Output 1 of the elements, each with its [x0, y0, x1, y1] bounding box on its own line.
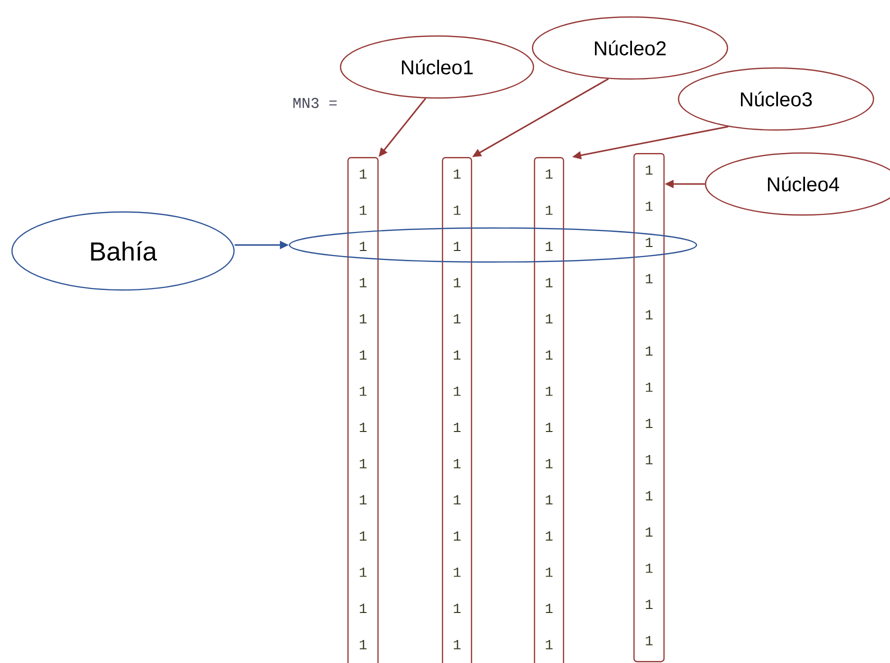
matrix-label: MN3 = [293, 98, 337, 108]
